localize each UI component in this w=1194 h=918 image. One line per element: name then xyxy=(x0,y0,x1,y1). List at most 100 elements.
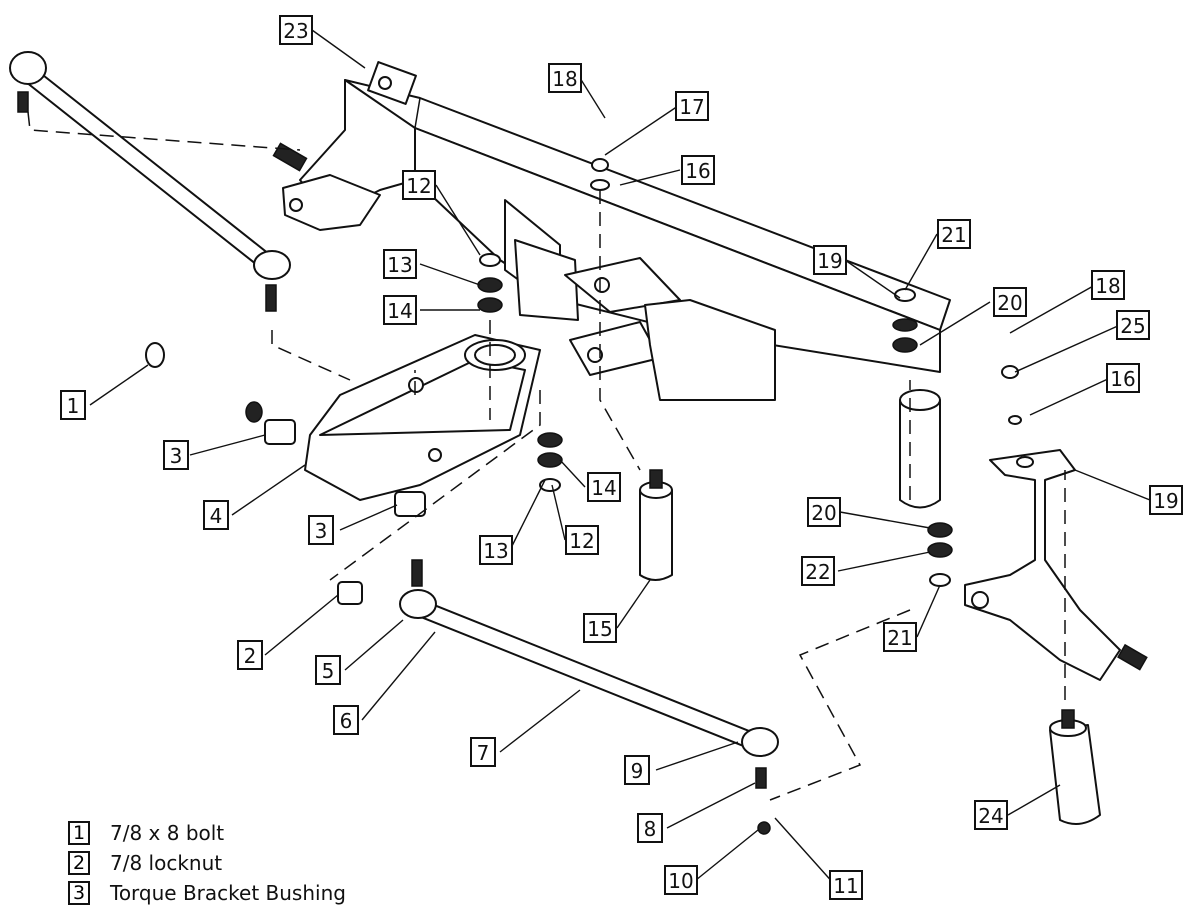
callout-13: 13 xyxy=(479,535,513,565)
callout-number: 3 xyxy=(315,519,328,543)
callout-box xyxy=(583,613,617,643)
callout-number: 25 xyxy=(1120,314,1145,338)
callout-box xyxy=(548,63,582,93)
callout-number: 18 xyxy=(552,67,577,91)
callout-12: 12 xyxy=(402,170,436,200)
legend-number: 1 xyxy=(68,821,90,845)
callout-number: 14 xyxy=(591,476,616,500)
callout-number: 13 xyxy=(387,253,412,277)
callout-21: 21 xyxy=(883,622,917,652)
callout-box xyxy=(1091,270,1125,300)
callout-number: 3 xyxy=(170,444,183,468)
callout-number: 19 xyxy=(817,249,842,273)
legend-description: 7/8 x 8 bolt xyxy=(110,821,225,845)
callout-box xyxy=(60,390,86,420)
callout-number: 15 xyxy=(587,617,612,641)
bolt-part-1 xyxy=(145,342,263,423)
callout-3: 3 xyxy=(163,440,189,470)
callout-box xyxy=(163,440,189,470)
callout-number: 12 xyxy=(569,529,594,553)
callout-box xyxy=(565,525,599,555)
callout-6: 6 xyxy=(333,705,359,735)
callout-box xyxy=(315,655,341,685)
callout-13: 13 xyxy=(383,249,417,279)
callout-number: 16 xyxy=(685,159,710,183)
callout-1: 1 xyxy=(60,390,86,420)
callout-21: 21 xyxy=(937,219,971,249)
callout-5: 5 xyxy=(315,655,341,685)
callout-box xyxy=(1149,485,1183,515)
torque-bracket xyxy=(304,334,541,501)
callout-22: 22 xyxy=(801,556,835,586)
callout-box xyxy=(308,515,334,545)
axle-beam xyxy=(282,61,951,373)
callout-19: 19 xyxy=(813,245,847,275)
callout-box xyxy=(203,500,229,530)
callout-number: 18 xyxy=(1095,274,1120,298)
callout-number: 11 xyxy=(833,874,858,898)
callout-box xyxy=(801,556,835,586)
callout-18: 18 xyxy=(548,63,582,93)
callout-15: 15 xyxy=(583,613,617,643)
callout-number: 20 xyxy=(997,291,1022,315)
kingpin-tube xyxy=(899,389,941,509)
callout-11: 11 xyxy=(829,870,863,900)
callout-box xyxy=(1116,310,1150,340)
callout-18: 18 xyxy=(1091,270,1125,300)
callout-number: 22 xyxy=(805,560,830,584)
callout-number: 2 xyxy=(244,644,257,668)
callout-9: 9 xyxy=(624,755,650,785)
callout-2: 2 xyxy=(237,640,263,670)
callout-number: 20 xyxy=(811,501,836,525)
callout-box xyxy=(624,755,650,785)
callout-box xyxy=(479,535,513,565)
callout-box xyxy=(681,155,715,185)
callout-box xyxy=(937,219,971,249)
callout-number: 1 xyxy=(67,394,80,418)
callout-14: 14 xyxy=(383,295,417,325)
callout-24: 24 xyxy=(974,800,1008,830)
kingpin-part-24 xyxy=(1049,709,1101,825)
callout-box xyxy=(333,705,359,735)
legend-description: 7/8 locknut xyxy=(110,851,223,875)
callout-box xyxy=(807,497,841,527)
spindle-part-22 xyxy=(964,449,1148,681)
legend-row: 3 Torque Bracket Bushing xyxy=(68,878,468,908)
callout-number: 4 xyxy=(210,504,223,528)
callout-number: 24 xyxy=(978,804,1003,828)
callout-number: 14 xyxy=(387,299,412,323)
callout-number: 7 xyxy=(477,741,490,765)
callout-box xyxy=(664,865,698,895)
callout-box xyxy=(993,287,1027,317)
callout-20: 20 xyxy=(807,497,841,527)
callout-7: 7 xyxy=(470,737,496,767)
callout-number: 23 xyxy=(283,19,308,43)
callout-box xyxy=(637,813,663,843)
callout-box xyxy=(974,800,1008,830)
callout-box xyxy=(587,472,621,502)
callout-number: 5 xyxy=(322,659,335,683)
callout-number: 9 xyxy=(631,759,644,783)
callout-10: 10 xyxy=(664,865,698,895)
center-bracket xyxy=(504,199,776,401)
callout-number: 6 xyxy=(340,709,353,733)
callout-box xyxy=(402,170,436,200)
callout-23: 23 xyxy=(279,15,313,45)
kingpin-part-15 xyxy=(639,469,673,581)
legend-number: 2 xyxy=(68,851,90,875)
legend-number: 3 xyxy=(68,881,90,905)
callout-17: 17 xyxy=(675,91,709,121)
callout-box xyxy=(813,245,847,275)
callout-8: 8 xyxy=(637,813,663,843)
leader-lines xyxy=(89,29,1151,886)
callout-box xyxy=(1106,363,1140,393)
callout-box xyxy=(883,622,917,652)
callout-box xyxy=(470,737,496,767)
callout-number: 16 xyxy=(1110,367,1135,391)
callout-number: 12 xyxy=(406,174,431,198)
legend-row: 2 7/8 locknut xyxy=(68,848,468,878)
callout-box xyxy=(279,15,313,45)
upper-tie-rod xyxy=(9,51,308,312)
